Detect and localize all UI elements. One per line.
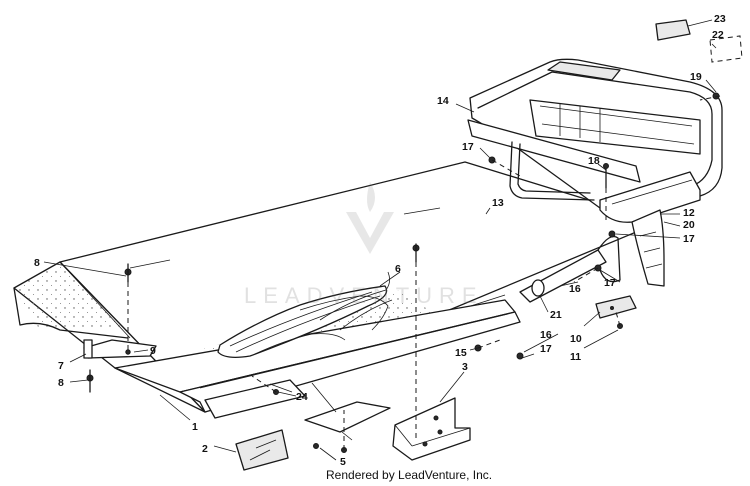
callout-17-upper: 17 <box>462 141 474 153</box>
callout-14: 14 <box>437 95 449 107</box>
assembly-lines <box>127 95 721 450</box>
callout-17-lower: 17 <box>540 343 552 355</box>
frame-loop <box>509 141 595 201</box>
side-rail <box>114 299 521 419</box>
shield-plate <box>304 382 391 441</box>
callout-13: 13 <box>492 197 504 209</box>
callout-16-right: 16 <box>569 283 581 295</box>
watermark-text: LEADVENTURE <box>244 283 484 308</box>
callout-10: 10 <box>570 333 582 345</box>
callout-8-lower: 8 <box>58 377 64 389</box>
credit-text: Rendered by LeadVenture, Inc. <box>326 468 493 482</box>
callout-17-bumper: 17 <box>683 233 695 245</box>
reflector-2 <box>235 429 289 471</box>
callout-6: 6 <box>395 263 401 275</box>
support-bracket-3 <box>392 397 471 461</box>
decal-23 <box>655 19 743 63</box>
callouts: 1 2 3 24 5 6 7 8 8 9 10 11 12 13 14 15 1… <box>34 13 726 468</box>
callout-3: 3 <box>462 361 468 373</box>
cross-tube <box>519 235 621 303</box>
callout-19: 19 <box>690 71 702 83</box>
wiring-harness <box>217 271 393 358</box>
callout-8-upper: 8 <box>34 257 40 269</box>
callout-17-right: 17 <box>604 277 616 289</box>
callout-12: 12 <box>683 207 695 219</box>
mud-flap <box>631 209 665 287</box>
callout-16-lower: 16 <box>540 329 552 341</box>
bracket-7 <box>83 339 157 359</box>
callout-2: 2 <box>202 443 208 455</box>
callout-1: 1 <box>192 421 198 433</box>
callout-20: 20 <box>683 219 695 231</box>
plate-bracket-10 <box>595 295 637 319</box>
fasteners <box>86 92 720 453</box>
leadventure-logo-mark <box>340 178 400 263</box>
callout-22: 22 <box>712 29 724 41</box>
callout-5: 5 <box>340 456 346 468</box>
callout-21: 21 <box>550 309 562 321</box>
callout-24: 24 <box>296 391 308 403</box>
callout-11: 11 <box>570 351 581 363</box>
callout-18: 18 <box>588 155 600 167</box>
rear-bumper <box>467 58 723 223</box>
callout-7: 7 <box>58 360 64 372</box>
leader-lines <box>43 19 717 461</box>
callout-15: 15 <box>455 347 467 359</box>
callout-9: 9 <box>150 345 156 357</box>
callout-23: 23 <box>714 13 726 25</box>
